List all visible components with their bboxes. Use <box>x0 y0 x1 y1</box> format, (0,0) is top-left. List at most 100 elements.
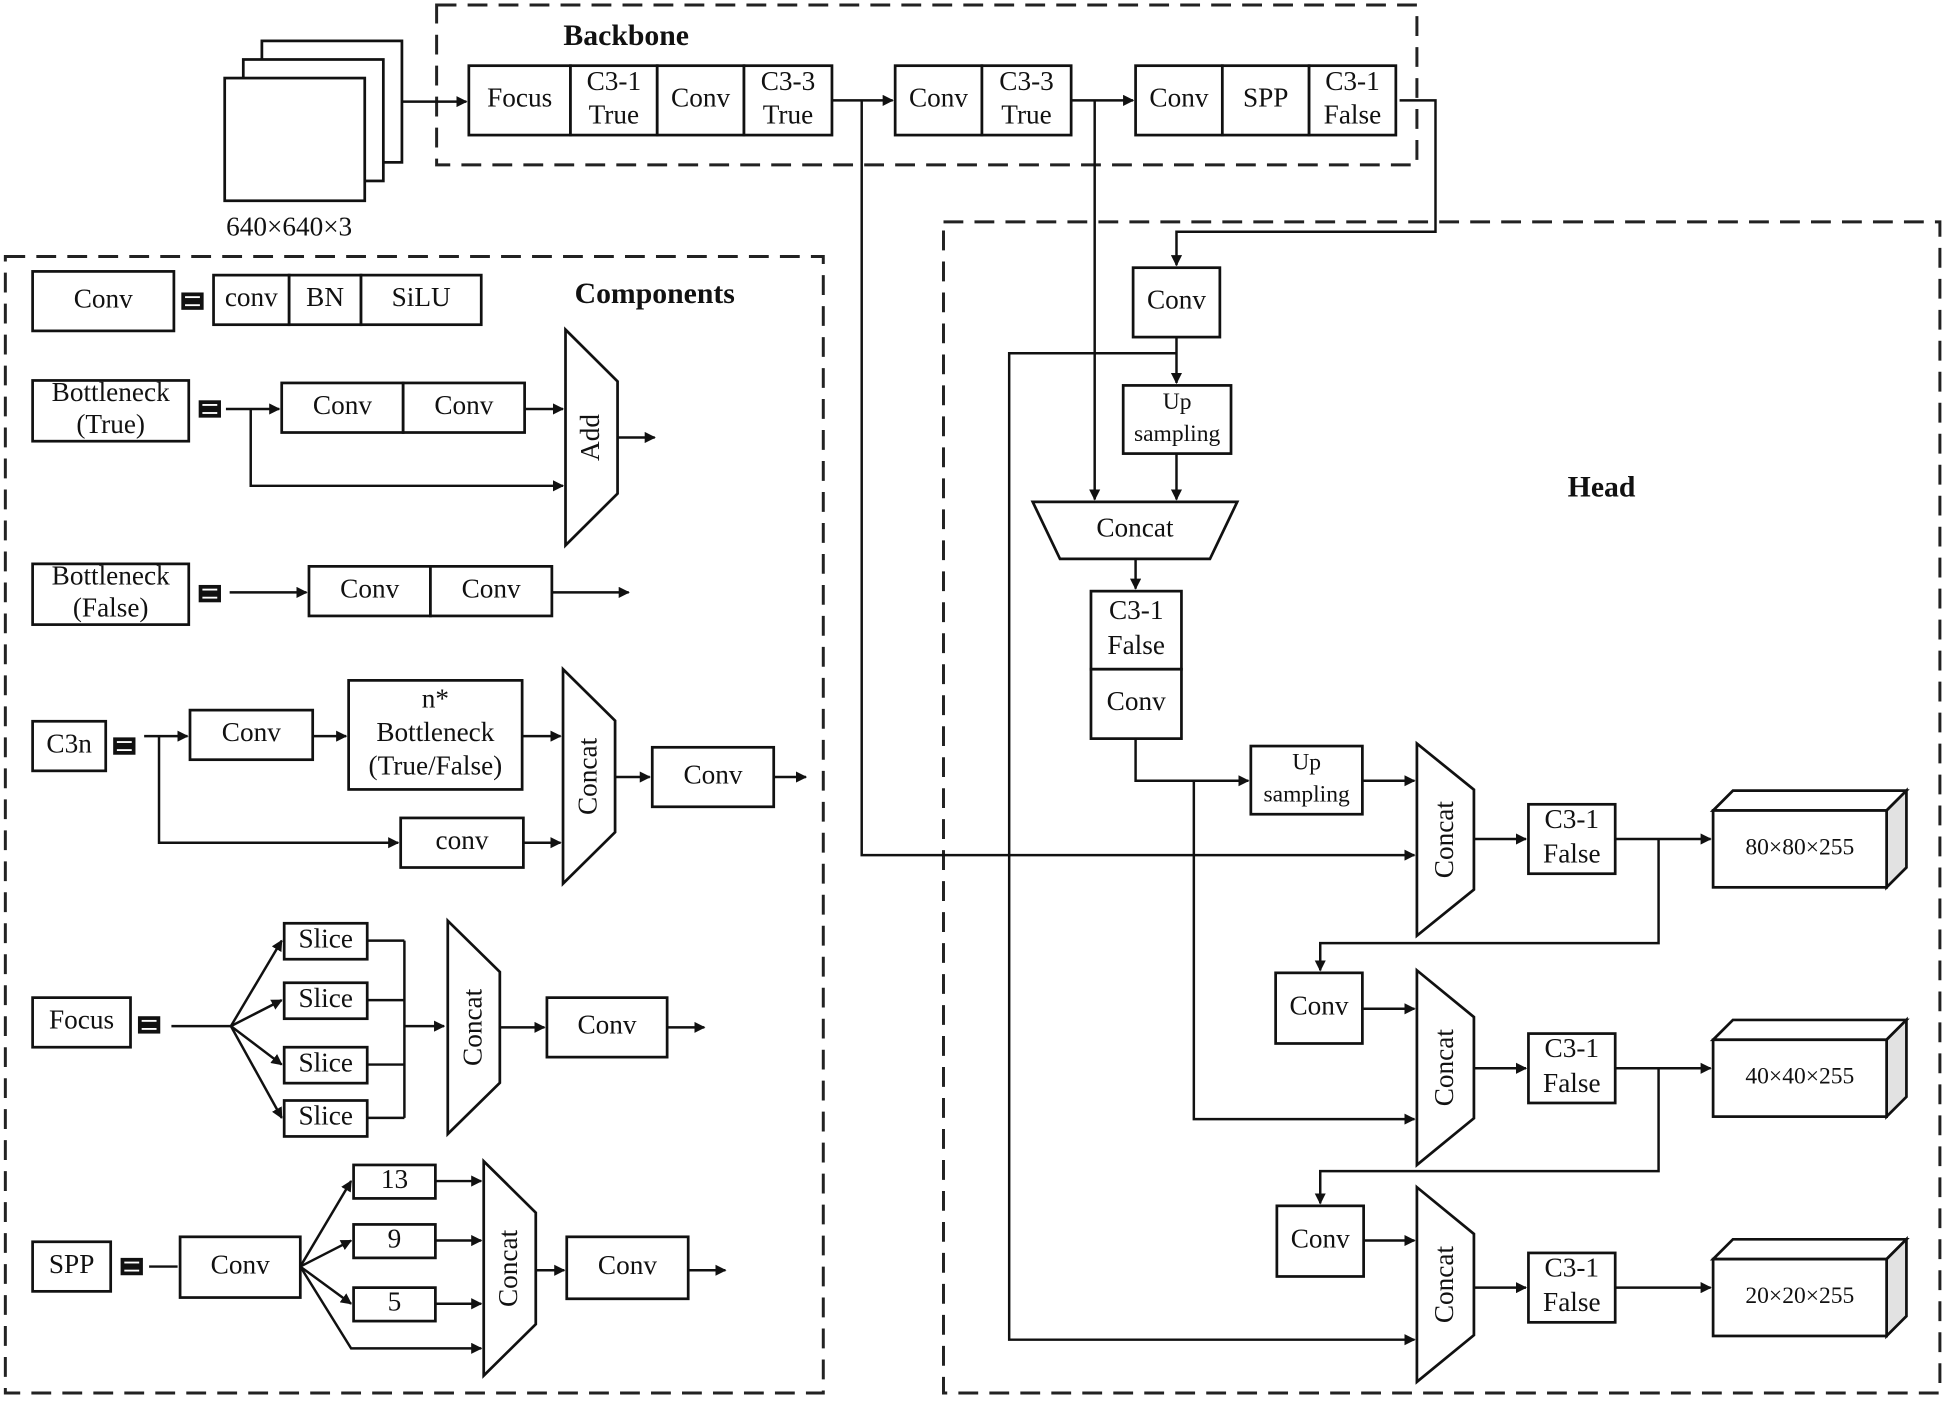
focus-slice-1[interactable]: Slice <box>282 921 369 961</box>
output-20x20: 20×20×255 <box>1709 1236 1910 1340</box>
head-concat-1[interactable]: Concat <box>1030 500 1240 561</box>
component-bottleneck-true-label: Bottleneck(True) <box>52 377 170 439</box>
head-concat-3[interactable]: Concat <box>1415 967 1476 1168</box>
head-concat-2-text: Concat <box>1429 801 1459 879</box>
c3n-conv-branch[interactable]: conv <box>399 816 525 869</box>
backbone-stage2-block-1[interactable]: Conv <box>893 64 984 137</box>
bottleneck-true-conv-2[interactable]: Conv <box>401 381 526 434</box>
connector <box>1314 839 1660 972</box>
bottleneck-false-equals-icon <box>198 584 221 603</box>
bottleneck-false-conv-1[interactable]: Conv <box>307 564 432 618</box>
head-concat-2[interactable]: Concat <box>1415 740 1476 939</box>
backbone-stage1-block-1-label: Focus <box>487 83 552 113</box>
output-20x20-text: 20×20×255 <box>1745 1283 1854 1309</box>
head-c3-4-text: C3-1 <box>1545 1253 1600 1283</box>
backbone-stage3-block-1[interactable]: Conv <box>1134 64 1224 137</box>
spp-conv-out[interactable]: Conv <box>565 1235 690 1301</box>
spp-conv[interactable]: Conv <box>178 1235 302 1299</box>
bottleneck-true-conv-1-label: Conv <box>313 390 372 420</box>
focus-slice-4-label: Slice <box>298 1101 352 1131</box>
backbone-stage1-block-1[interactable]: Focus <box>467 64 572 137</box>
connector <box>1192 780 1416 1125</box>
focus-concat-text: Concat <box>457 988 487 1066</box>
focus-slice-4[interactable]: Slice <box>282 1099 369 1138</box>
component-conv[interactable]: Conv <box>31 270 176 333</box>
spp-pool-2[interactable]: 9 <box>352 1223 437 1260</box>
input-size-label: 640×640×3 <box>226 212 352 242</box>
spp-pool-2-label: 9 <box>388 1223 402 1253</box>
focus-slice-1-label: Slice <box>298 923 352 953</box>
spp-conv-label: Conv <box>211 1249 270 1279</box>
components-frame <box>3 255 825 1395</box>
c3n-equals-icon <box>113 737 136 755</box>
backbone-stage3-block-2[interactable]: SPP <box>1220 64 1311 137</box>
connector <box>1134 738 1250 787</box>
focus-slice-2[interactable]: Slice <box>282 981 369 1021</box>
c3n-bottleneck-text: n* <box>422 684 449 714</box>
focus-conv-out[interactable]: Conv <box>545 996 669 1059</box>
component-spp-label: SPP <box>49 1249 94 1279</box>
spp-pool-3-label: 5 <box>388 1287 402 1317</box>
bottleneck-true-conv-1[interactable]: Conv <box>280 381 405 434</box>
c3n-concat[interactable]: Concat <box>561 665 617 887</box>
c3n-concat-label: Concat <box>573 737 603 815</box>
component-bottleneck-true[interactable]: Bottleneck(True) <box>31 377 191 443</box>
c3n-conv-out-label: Conv <box>683 759 742 789</box>
bottleneck-true-add-text: Add <box>575 414 605 461</box>
focus-slice-3[interactable]: Slice <box>282 1045 369 1085</box>
focus-concat[interactable]: Concat <box>446 917 502 1138</box>
bottleneck-false-conv-1-label: Conv <box>340 573 399 603</box>
component-bottleneck-true-text: (True) <box>76 409 145 439</box>
c3n-conv[interactable]: Conv <box>188 708 315 762</box>
c3n-conv-branch-shape <box>399 816 525 869</box>
head-c3-2-text: C3-1 <box>1545 804 1600 834</box>
head-concat-1-text: Concat <box>1096 513 1174 543</box>
head-concat-1-label: Concat <box>1096 513 1174 543</box>
conv-part-1[interactable]: conv <box>212 273 291 327</box>
focus-equals-icon <box>137 1016 161 1034</box>
bottleneck-true-add[interactable]: Add <box>564 326 619 549</box>
spp-pool-1-label: 13 <box>381 1164 408 1194</box>
backbone-stage3-block-3-shape <box>1307 64 1398 137</box>
backbone-stage2-block-2-text: C3-3 <box>999 66 1054 96</box>
component-c3n[interactable]: C3n <box>31 719 108 773</box>
c3n-bottleneck[interactable]: n*Bottleneck(True/False) <box>347 679 524 791</box>
spp-pool-3[interactable]: 5 <box>352 1286 437 1323</box>
component-focus[interactable]: Focus <box>31 996 132 1049</box>
component-c3n-shape <box>31 719 108 773</box>
head-conv-1[interactable]: Conv <box>1131 266 1222 339</box>
c3n-conv-out[interactable]: Conv <box>650 745 776 809</box>
bottleneck-true-equals-icon <box>198 400 221 418</box>
head-conv-1-text: Conv <box>1147 285 1206 315</box>
backbone-stage1-block-2-text: True <box>589 99 639 129</box>
conv-part-3[interactable]: SiLU <box>359 273 483 327</box>
spp-pool-1[interactable]: 13 <box>352 1163 437 1200</box>
component-spp[interactable]: SPP <box>31 1240 113 1293</box>
bottleneck-false-conv-2[interactable]: Conv <box>429 564 554 618</box>
head-concat-4[interactable]: Concat <box>1415 1184 1476 1385</box>
component-conv-text: Conv <box>74 283 133 313</box>
component-bottleneck-false[interactable]: Bottleneck(False) <box>31 560 191 626</box>
conv-part-2[interactable]: BN <box>287 273 363 327</box>
head-conv-3[interactable]: Conv <box>1274 971 1364 1045</box>
head-conv-2[interactable]: Conv <box>1089 667 1183 740</box>
focus-slice-3-label: Slice <box>298 1047 352 1077</box>
focus-slice-1-text: Slice <box>298 923 352 953</box>
connector <box>230 999 283 1028</box>
component-bottleneck-true-text: Bottleneck <box>52 377 170 407</box>
c3n-bottleneck-text: (True/False) <box>369 751 503 781</box>
head-conv-4[interactable]: Conv <box>1275 1204 1365 1278</box>
backbone-stage1-block-3[interactable]: Conv <box>655 64 746 137</box>
spp-concat[interactable]: Concat <box>482 1157 538 1379</box>
